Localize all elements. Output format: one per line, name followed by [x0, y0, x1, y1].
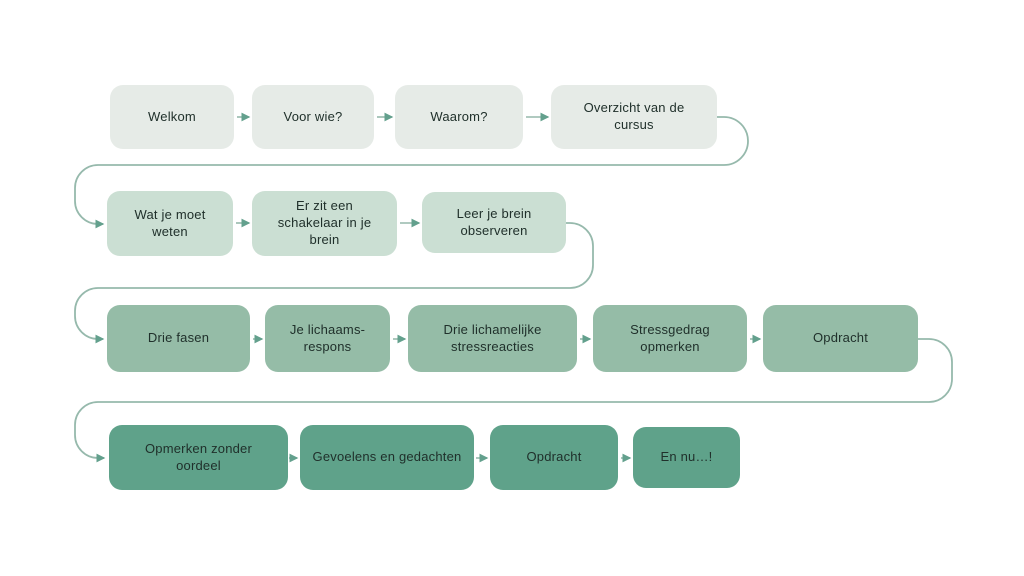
node-label: Stressgedrag opmerken — [630, 321, 710, 354]
node-en-nu: En nu…! — [633, 427, 740, 488]
node-overzicht-van-de-cursus: Overzicht van de cursus — [551, 85, 717, 149]
node-label: Opdracht — [812, 330, 869, 346]
node-label: Opdracht — [526, 449, 582, 465]
node-label: Opmerken zonder oordeel — [144, 440, 253, 473]
node-opmerken-zonder-oordeel: Opmerken zonder oordeel — [109, 425, 288, 490]
node-voor-wie: Voor wie? — [252, 85, 374, 149]
node-drie-fasen: Drie fasen — [107, 305, 250, 372]
node-label: Er zit een schakelaar in je brein — [277, 198, 372, 247]
node-er-zit-een-schakelaar: Er zit een schakelaar in je brein — [252, 191, 397, 256]
node-leer-je-brein-observeren: Leer je brein observeren — [422, 192, 566, 253]
node-opdracht-1: Opdracht — [763, 305, 918, 372]
node-label: Drie lichamelijke stressreacties — [443, 321, 542, 354]
node-je-lichaams-respons: Je lichaams-respons — [265, 305, 390, 372]
node-waarom: Waarom? — [395, 85, 523, 149]
node-stressgedrag-opmerken: Stressgedrag opmerken — [593, 305, 747, 372]
node-label: Gevoelens en gedachten — [312, 449, 462, 465]
node-label: Leer je brein observeren — [456, 205, 532, 238]
node-opdracht-2: Opdracht — [490, 425, 618, 490]
node-label: Wat je moet weten — [134, 206, 206, 239]
node-label: Overzicht van de cursus — [583, 100, 685, 132]
node-gevoelens-en-gedachten: Gevoelens en gedachten — [300, 425, 474, 490]
node-wat-je-moet-weten: Wat je moet weten — [107, 191, 233, 256]
node-label: Drie fasen — [147, 330, 210, 346]
node-label: En nu…! — [660, 449, 713, 465]
node-label: Voor wie? — [283, 108, 343, 124]
node-label: Je lichaams-respons — [289, 321, 366, 354]
node-drie-lichamelijke-stressreacties: Drie lichamelijke stressreacties — [408, 305, 577, 372]
node-label: Waarom? — [430, 108, 488, 124]
node-welkom: Welkom — [110, 85, 234, 149]
node-label: Welkom — [148, 108, 196, 124]
